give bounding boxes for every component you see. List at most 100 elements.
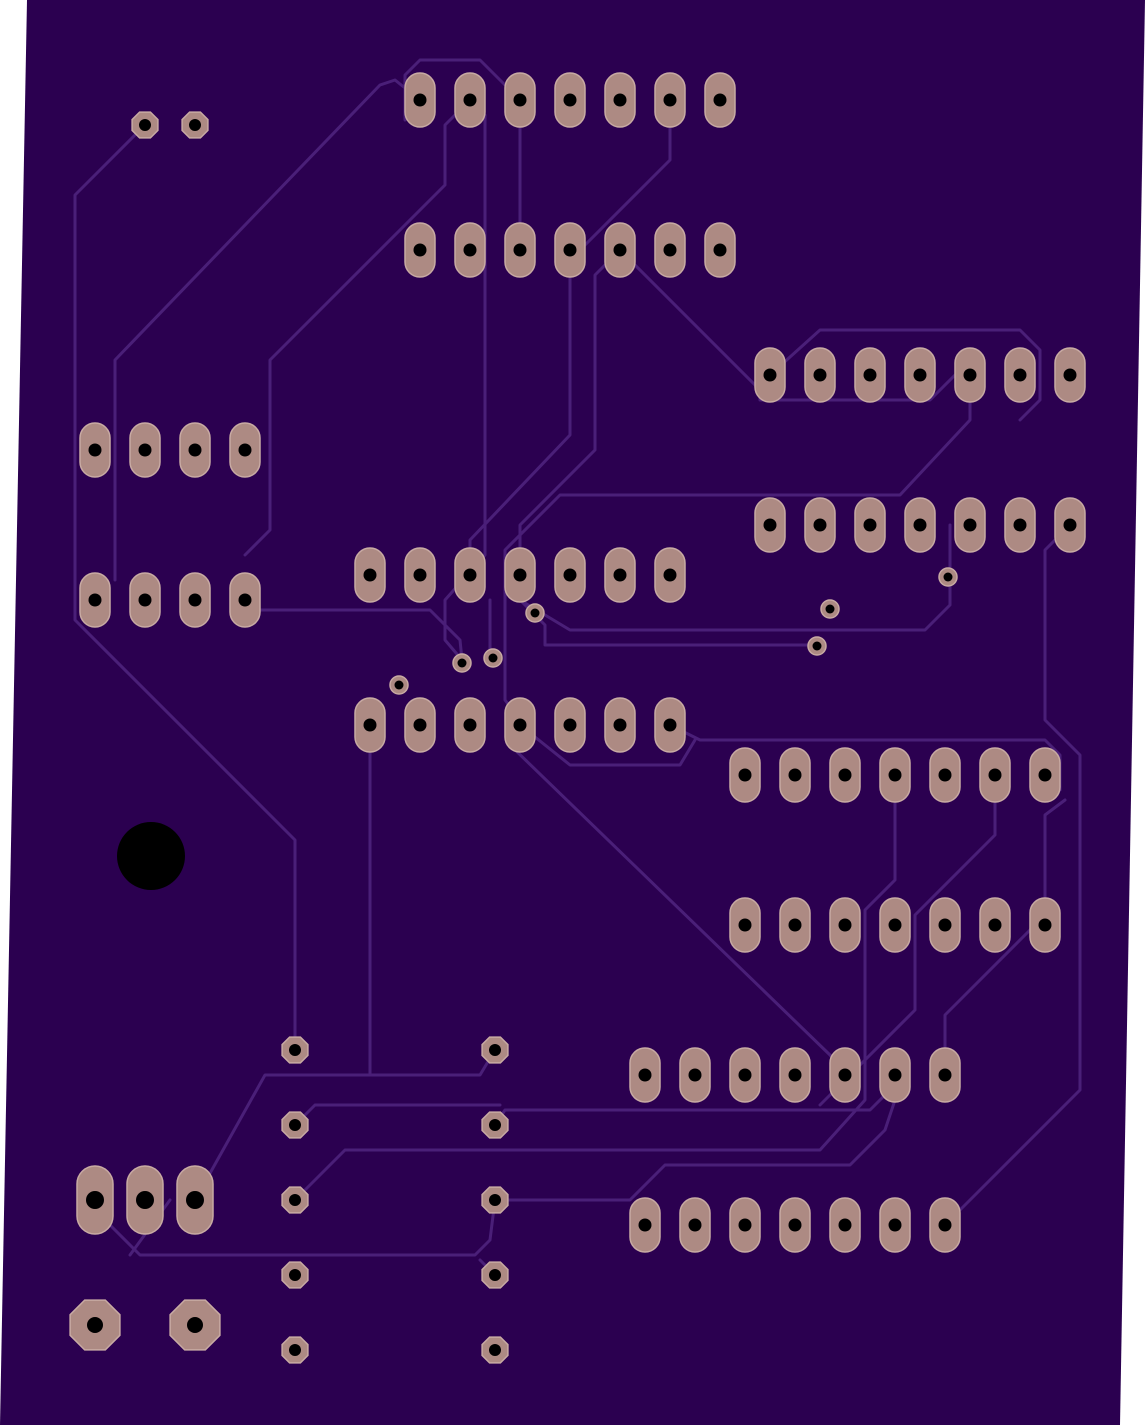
dip14-u4-pad bbox=[929, 897, 961, 953]
dip14-u3-pad bbox=[454, 697, 486, 753]
dip14-u4-pad bbox=[929, 747, 961, 803]
dip14-u2-pad bbox=[854, 497, 886, 553]
copper-trace bbox=[73, 123, 297, 1052]
copper-trace bbox=[493, 1098, 897, 1202]
connector-pad-icon bbox=[281, 1036, 309, 1064]
copper-trace bbox=[1043, 798, 1067, 927]
dip14-u4-pad bbox=[1029, 747, 1061, 803]
dip14-u1-pad bbox=[654, 222, 686, 278]
dip8-u6-pad bbox=[229, 572, 261, 628]
mounting-hole-icon bbox=[117, 822, 185, 890]
copper-trace bbox=[943, 523, 1082, 1227]
connector-pad-icon bbox=[281, 1261, 309, 1289]
via-icon bbox=[483, 648, 503, 668]
dip14-u1-pad bbox=[404, 222, 436, 278]
via-layer bbox=[389, 567, 958, 695]
dip14-u2-pad bbox=[804, 497, 836, 553]
dip14-u5-pad bbox=[629, 1047, 661, 1103]
copper-trace bbox=[243, 608, 464, 662]
dip14-u1-pad bbox=[404, 72, 436, 128]
dip14-u3-pad bbox=[654, 547, 686, 603]
power-pad-icon bbox=[69, 1299, 121, 1351]
dip14-u1-pad bbox=[654, 72, 686, 128]
dip14-u5-pad bbox=[779, 1197, 811, 1253]
dip14-u1-pad bbox=[454, 72, 486, 128]
connector-pad-icon bbox=[281, 1111, 309, 1139]
header-pad-icon bbox=[76, 1165, 114, 1235]
dip14-u5-pad bbox=[679, 1197, 711, 1253]
dip14-u3-pad bbox=[404, 547, 436, 603]
connector-pad-icon bbox=[281, 1186, 309, 1214]
dip14-u5-pad bbox=[879, 1047, 911, 1103]
dip14-u1-pad bbox=[604, 72, 636, 128]
dip14-u5-pad bbox=[679, 1047, 711, 1103]
dip14-u1-pad bbox=[454, 222, 486, 278]
dip14-u2-pad bbox=[804, 347, 836, 403]
dip14-u3-pad bbox=[604, 547, 636, 603]
dip14-u2-pad bbox=[1004, 497, 1036, 553]
via-icon bbox=[820, 599, 840, 619]
connector-pad-icon bbox=[281, 1336, 309, 1364]
header-pad-icon bbox=[126, 1165, 164, 1235]
dip14-u4-pad bbox=[829, 747, 861, 803]
dip14-u5-pad bbox=[629, 1197, 661, 1253]
dip14-u2-pad bbox=[754, 347, 786, 403]
dip14-u3-pad bbox=[354, 697, 386, 753]
dip14-u2-pad bbox=[754, 497, 786, 553]
dip8-u6-pad bbox=[129, 572, 161, 628]
dip14-u3-pad bbox=[554, 547, 586, 603]
copper-trace bbox=[618, 248, 957, 402]
dip14-u5-pad bbox=[829, 1047, 861, 1103]
pad-layer bbox=[69, 72, 1086, 1364]
dip14-u4-pad bbox=[879, 897, 911, 953]
dip8-u6-pad bbox=[79, 572, 111, 628]
dip14-u4-pad bbox=[729, 747, 761, 803]
copper-trace bbox=[93, 1198, 497, 1257]
dip14-u4-pad bbox=[779, 897, 811, 953]
dip14-u3-pad bbox=[504, 697, 536, 753]
copper-trace bbox=[113, 78, 422, 582]
dip14-u3-pad bbox=[654, 697, 686, 753]
dip14-u4-pad bbox=[879, 747, 911, 803]
small-pad-icon bbox=[131, 111, 159, 139]
via-icon bbox=[938, 567, 958, 587]
dip14-u3-pad bbox=[554, 697, 586, 753]
copper-trace bbox=[818, 773, 997, 1107]
connector-pad-icon bbox=[481, 1111, 509, 1139]
via-icon bbox=[452, 653, 472, 673]
dip14-u1-pad bbox=[504, 222, 536, 278]
via-icon bbox=[525, 603, 545, 623]
copper-trace bbox=[503, 373, 972, 722]
dip14-u1-pad bbox=[704, 72, 736, 128]
dip14-u2-pad bbox=[1054, 347, 1086, 403]
dip8-u6-pad bbox=[179, 572, 211, 628]
dip14-u4-pad bbox=[779, 747, 811, 803]
dip14-u5-pad bbox=[729, 1047, 761, 1103]
dip14-u5-pad bbox=[929, 1047, 961, 1103]
dip14-u2-pad bbox=[854, 347, 886, 403]
dip14-u3-pad bbox=[404, 697, 436, 753]
dip8-u6-pad bbox=[229, 422, 261, 478]
dip8-u6-pad bbox=[79, 422, 111, 478]
dip14-u4-pad bbox=[729, 897, 761, 953]
small-pad-icon bbox=[181, 111, 209, 139]
copper-trace bbox=[518, 723, 697, 767]
dip14-u1-pad bbox=[604, 222, 636, 278]
dip14-u1-pad bbox=[704, 222, 736, 278]
copper-trace bbox=[193, 1073, 372, 1202]
copper-trace bbox=[243, 98, 472, 557]
connector-pad-icon bbox=[481, 1036, 509, 1064]
via-icon bbox=[389, 675, 409, 695]
dip14-u5-pad bbox=[779, 1047, 811, 1103]
connector-pad-icon bbox=[481, 1186, 509, 1214]
header-pad-icon bbox=[176, 1165, 214, 1235]
via-icon bbox=[807, 636, 827, 656]
connector-pad-icon bbox=[481, 1336, 509, 1364]
dip14-u4-pad bbox=[1029, 897, 1061, 953]
dip14-u3-pad bbox=[354, 547, 386, 603]
dip14-u2-pad bbox=[1054, 497, 1086, 553]
copper-trace bbox=[368, 723, 497, 1077]
copper-trace bbox=[768, 328, 1042, 422]
dip14-u2-pad bbox=[904, 347, 936, 403]
